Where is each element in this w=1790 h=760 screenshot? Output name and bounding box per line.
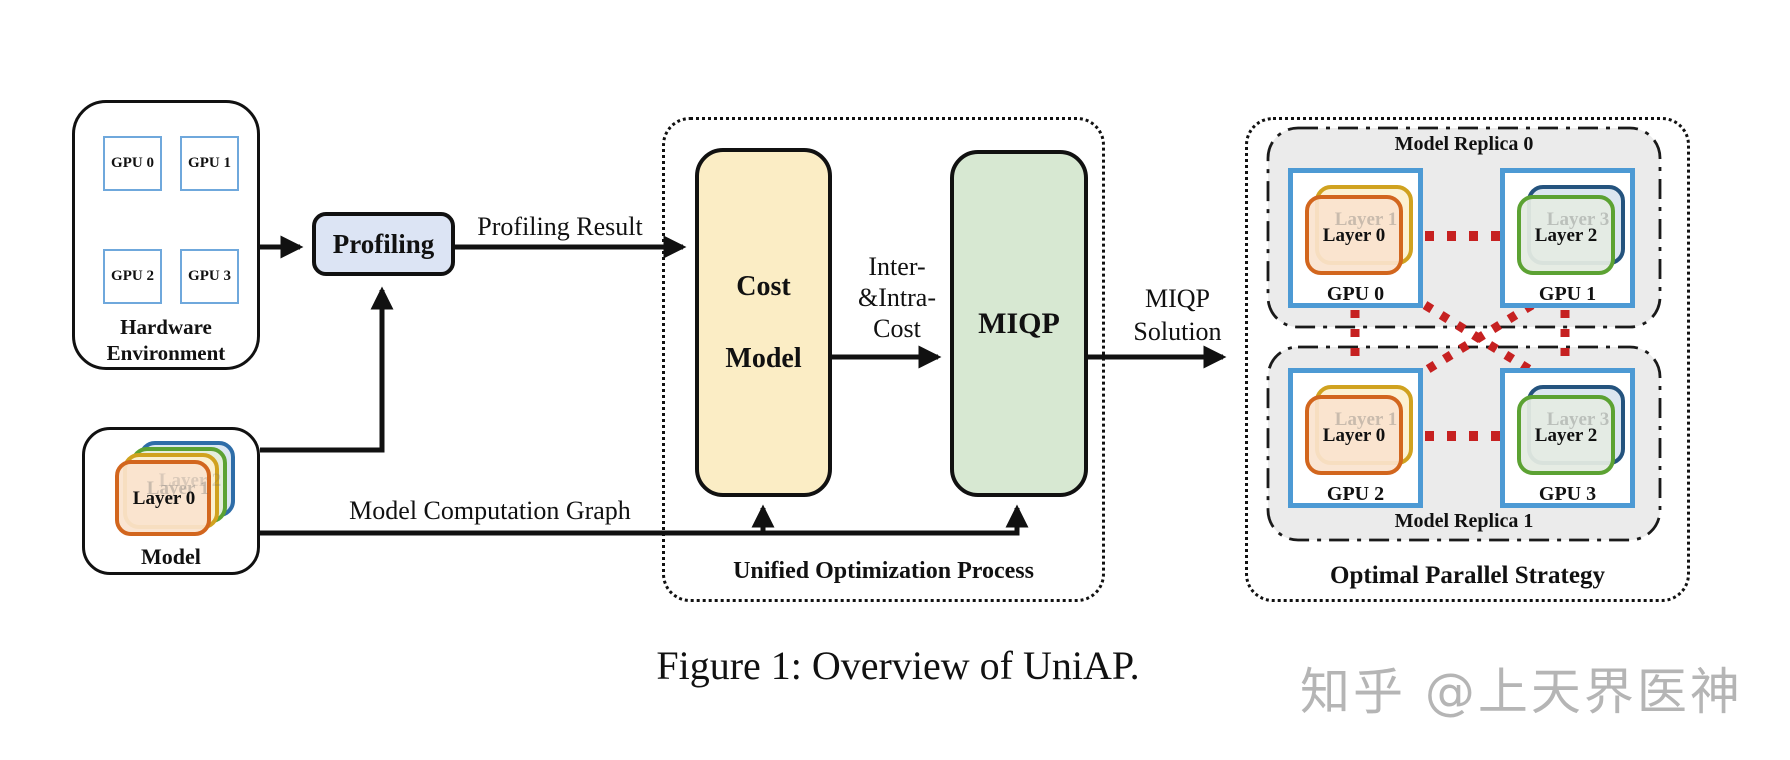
hw-gpu0-label: GPU 0 — [111, 155, 154, 171]
model-ghost-layer2-label: Layer 2 — [158, 470, 222, 491]
replica1-gpu3-box: Layer 3 Layer 2 GPU 3 — [1500, 368, 1635, 508]
miqp-solution-line2: Solution — [1133, 317, 1222, 346]
watermark: 知乎 @上天界医神 — [1300, 663, 1743, 721]
replica0-gpu1-layer-label: Layer 2 — [1534, 225, 1598, 246]
model-replica-0-title: Model Replica 0 — [1394, 133, 1534, 155]
replica0-gpu1-label: GPU 1 — [1538, 283, 1597, 305]
replica1-gpu2-layer-label: Layer 0 — [1322, 425, 1386, 446]
hw-gpu2-box: GPU 2 — [103, 249, 162, 304]
miqp-label: MIQP — [978, 306, 1060, 340]
inter-intra-line2: &Intra- — [858, 283, 936, 312]
model-front-layer-label: Layer 0 — [132, 488, 196, 509]
miqp-box: MIQP — [950, 150, 1088, 497]
cost-model-box: Cost Model — [695, 148, 832, 497]
hardware-title-line2: Environment — [106, 341, 226, 366]
hw-gpu3-box: GPU 3 — [180, 249, 239, 304]
model-computation-graph-label: Model Computation Graph — [349, 496, 631, 525]
hw-gpu1-label: GPU 1 — [188, 155, 231, 171]
inter-intra-line3: Cost — [873, 314, 921, 343]
replica0-gpu0-label: GPU 0 — [1326, 283, 1385, 305]
hw-gpu1-box: GPU 1 — [180, 136, 239, 191]
cost-model-line2: Model — [725, 342, 802, 374]
inter-intra-line1: Inter- — [868, 252, 926, 281]
model-replica-1-title: Model Replica 1 — [1394, 510, 1534, 532]
hw-gpu2-label: GPU 2 — [111, 268, 154, 284]
replica1-gpu3-label: GPU 3 — [1538, 483, 1597, 505]
figure-caption: Figure 1: Overview of UniAP. — [656, 643, 1140, 688]
replica1-gpu3-layer-label: Layer 2 — [1534, 425, 1598, 446]
profiling-result-label: Profiling Result — [477, 212, 643, 241]
hardware-environment-title: Hardware Environment — [72, 314, 260, 367]
model-title: Model — [141, 544, 201, 569]
inter-intra-cost-label: Inter- &Intra- Cost — [840, 251, 954, 344]
replica1-gpu2-label: GPU 2 — [1326, 483, 1385, 505]
hardware-title-line1: Hardware — [120, 315, 212, 339]
miqp-solution-label: MIQP Solution — [1105, 282, 1250, 348]
unified-optimization-process-title: Unified Optimization Process — [733, 558, 1034, 584]
profiling-box: Profiling — [312, 212, 455, 276]
profiling-label: Profiling — [332, 228, 435, 259]
model-layer-card-orange — [115, 460, 211, 536]
arrow-model-to-profiling — [260, 286, 394, 453]
optimal-parallel-strategy-title: Optimal Parallel Strategy — [1330, 562, 1605, 589]
replica1-gpu2-box: Layer 1 Layer 0 GPU 2 — [1288, 368, 1423, 508]
hw-gpu0-box: GPU 0 — [103, 136, 162, 191]
model-box: Layer 2 Layer 1 Layer 0 — [82, 427, 260, 575]
miqp-solution-line1: MIQP — [1144, 284, 1210, 313]
replica0-gpu0-layer-label: Layer 0 — [1322, 225, 1386, 246]
cost-model-line1: Cost — [736, 270, 791, 302]
replica0-gpu1-box: Layer 3 Layer 2 GPU 1 — [1500, 168, 1635, 308]
replica0-gpu0-box: Layer 1 Layer 0 GPU 0 — [1288, 168, 1423, 308]
model-ghost-layer1-label: Layer 1 — [146, 478, 210, 499]
hw-gpu3-label: GPU 3 — [188, 268, 231, 284]
